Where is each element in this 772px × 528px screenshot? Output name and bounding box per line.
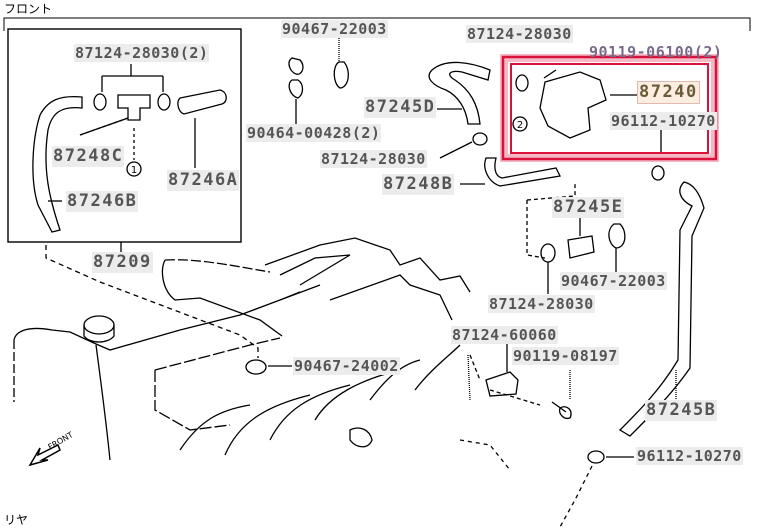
- part-label[interactable]: 87246A: [167, 170, 240, 191]
- callout-circle-1: [126, 161, 142, 177]
- part-label[interactable]: 90467-22003: [281, 20, 388, 38]
- part-label[interactable]: 87124-60060: [451, 326, 558, 344]
- part-label[interactable]: 87124-28030: [320, 150, 427, 168]
- callout-2-text: 2: [517, 120, 523, 131]
- front-arrow-icon: [28, 443, 61, 467]
- part-label-highlighted[interactable]: 87240: [637, 81, 700, 104]
- callout-1-text: 1: [131, 165, 137, 176]
- part-label[interactable]: 87245E: [552, 197, 625, 218]
- part-label[interactable]: 96112-10270: [610, 112, 717, 130]
- part-label[interactable]: 90119-06100(2): [589, 43, 723, 61]
- part-label[interactable]: 87124-28030(2): [74, 44, 210, 62]
- inset-box: [7, 28, 242, 243]
- callout-circle-2: [512, 116, 528, 132]
- part-label[interactable]: 87248C: [52, 146, 125, 167]
- frame-line: [3, 17, 751, 31]
- rear-label: リヤ: [4, 513, 29, 527]
- part-label[interactable]: 90467-24002: [293, 357, 400, 375]
- part-label[interactable]: 87124-28030: [488, 295, 595, 313]
- front-arrow-text: FRONT: [47, 430, 75, 452]
- part-label[interactable]: 87245B: [645, 400, 718, 421]
- assembly-label[interactable]: 87209: [92, 252, 153, 273]
- highlight-box: [500, 54, 719, 162]
- part-label[interactable]: 90464-00428(2): [246, 124, 382, 142]
- front-label: フロント: [4, 2, 53, 16]
- part-label[interactable]: 87246B: [66, 191, 139, 212]
- part-label[interactable]: 90119-08197: [512, 347, 619, 365]
- part-label[interactable]: 96112-10270: [636, 447, 743, 465]
- part-label[interactable]: 87124-28030: [466, 25, 573, 43]
- part-label[interactable]: 90467-22003: [560, 272, 667, 290]
- part-label[interactable]: 87245D: [364, 97, 437, 118]
- part-label[interactable]: 87248B: [382, 174, 455, 195]
